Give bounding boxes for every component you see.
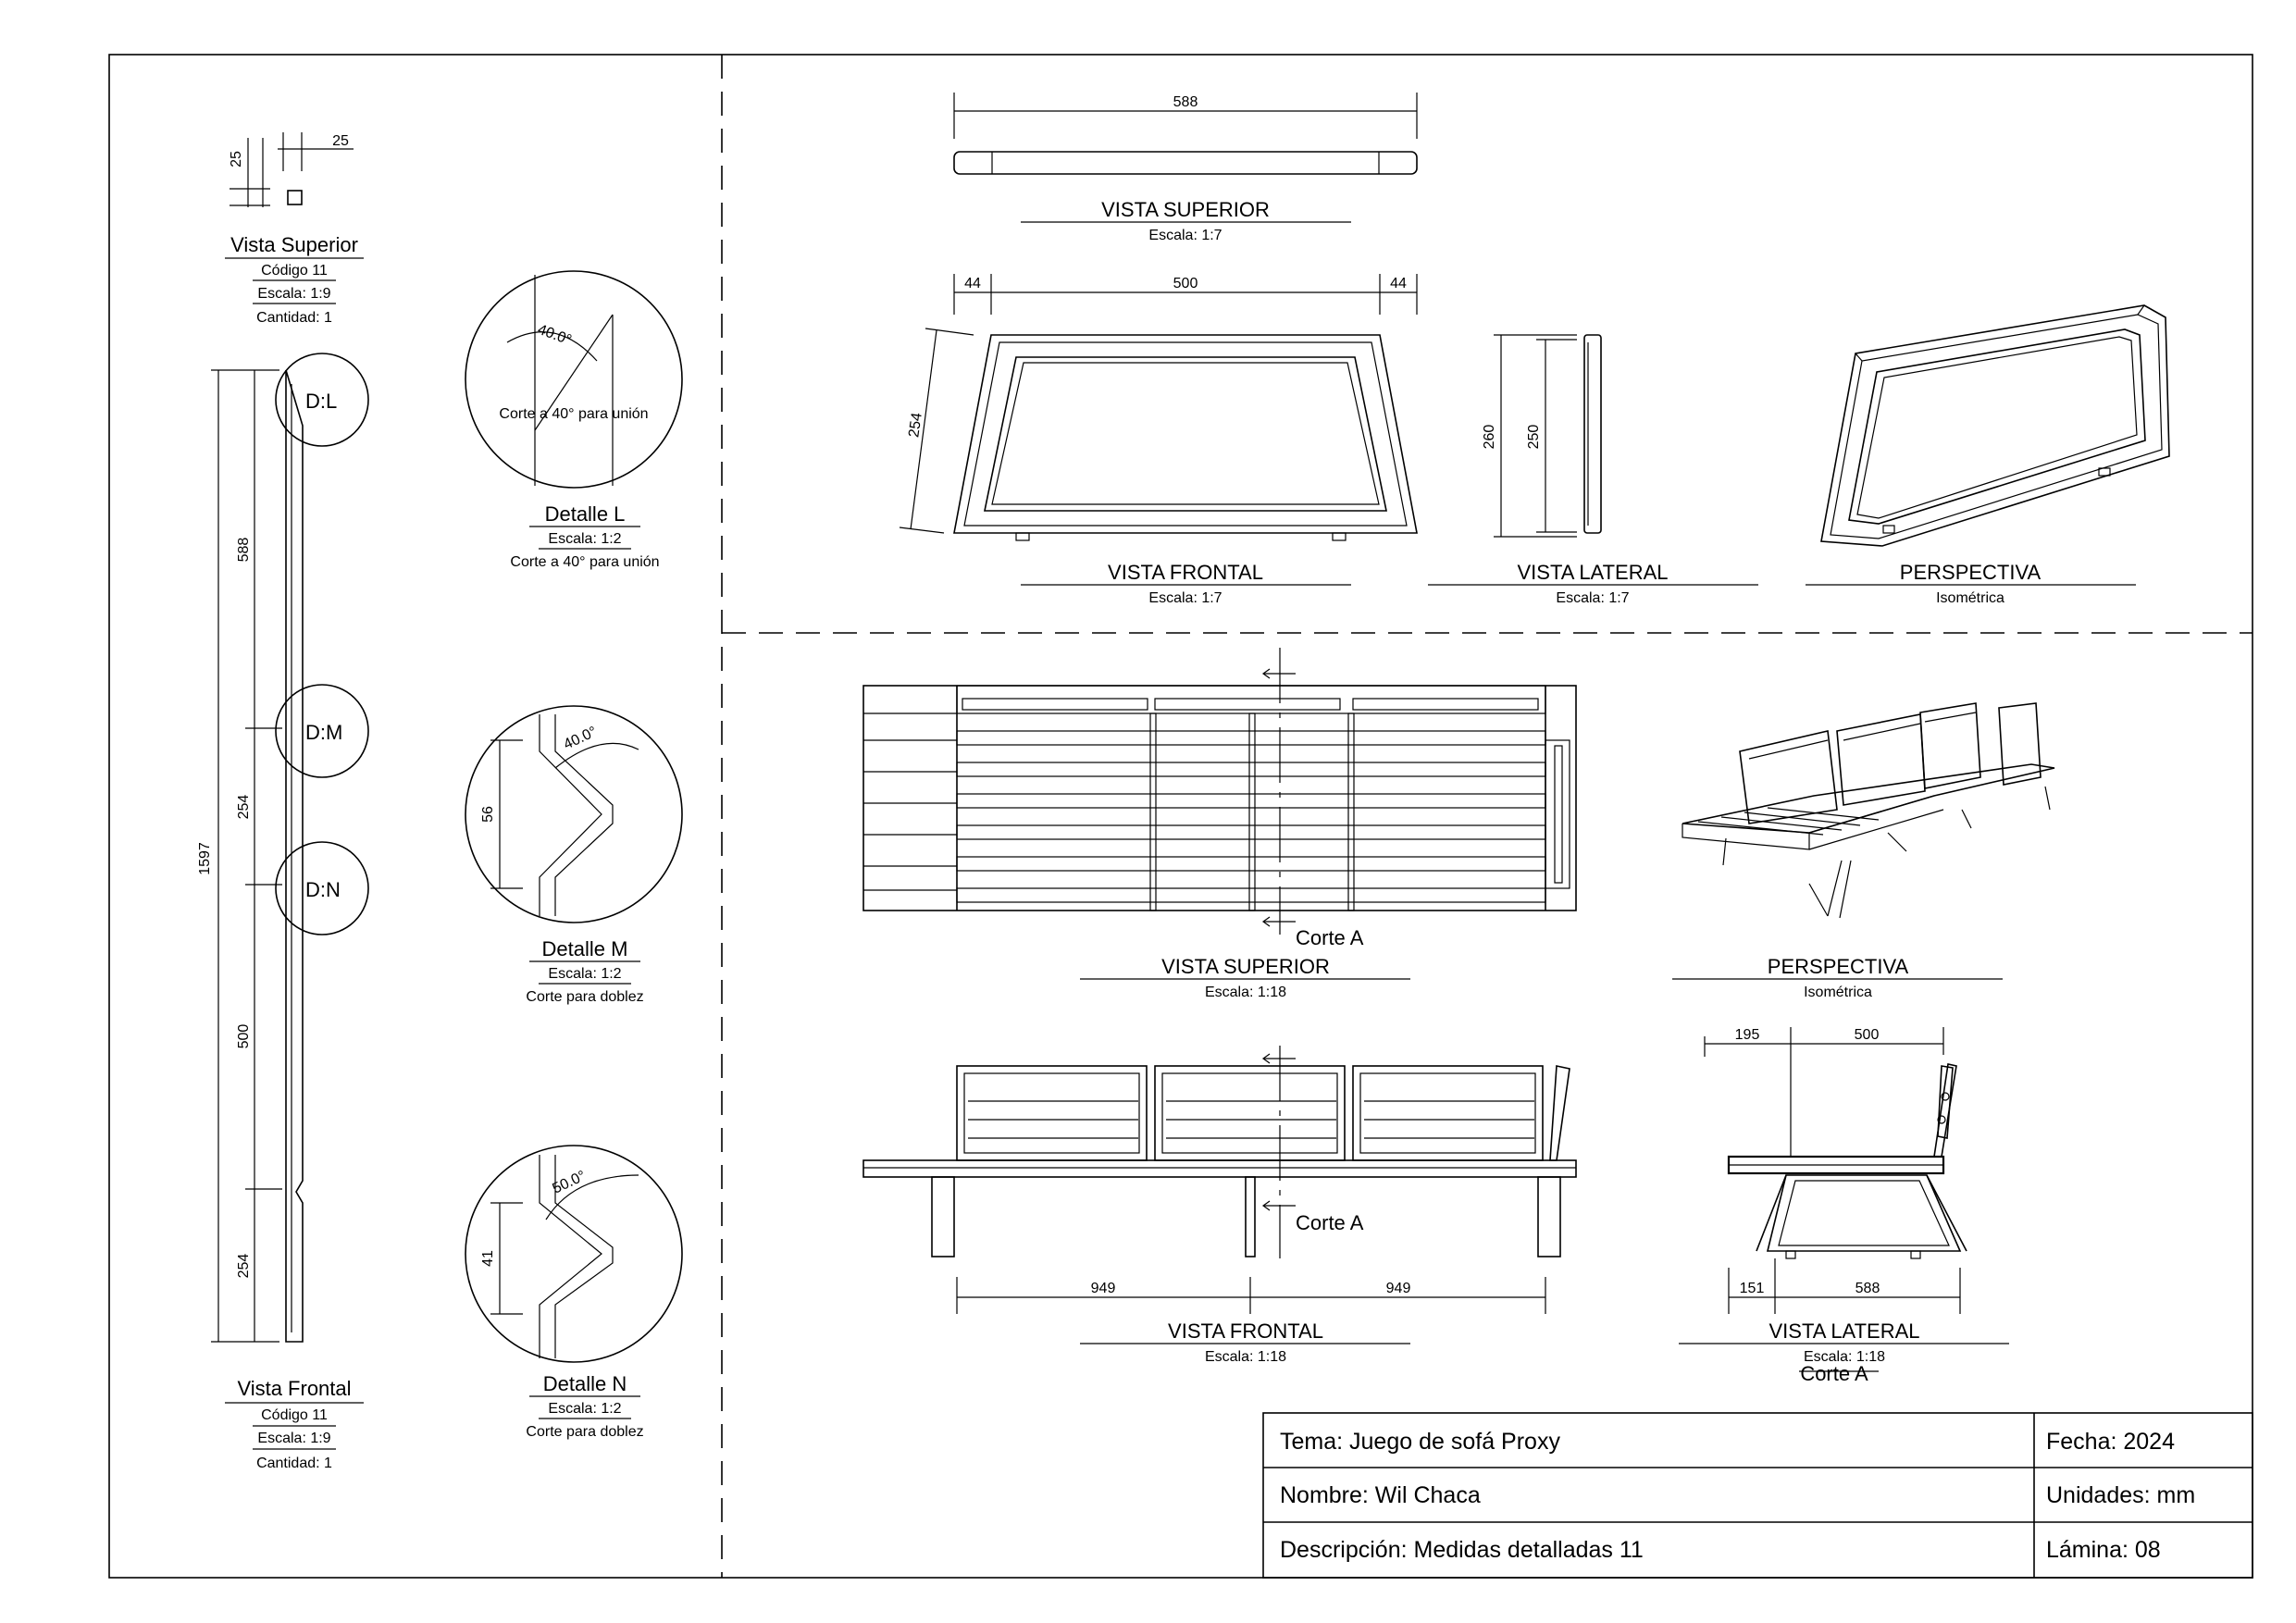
profile-front-qty: Cantidad: 1 [256,1456,332,1471]
detail-marker-l [275,353,369,447]
frame-side-dim-inner: 250 [1526,425,1542,450]
sofa-side-dim-top-a: 195 [1735,1027,1760,1043]
detail-marker-m-label: D:M [305,721,342,744]
sofa-top-title: VISTA SUPERIOR [1161,955,1330,978]
detail-m-scale: Escala: 1:2 [548,966,621,982]
sofa-front-corte: Corte A [1296,1211,1364,1234]
detail-l-scale: Escala: 1:2 [548,531,621,547]
sofa-side-dim-top-b: 500 [1855,1027,1880,1043]
profile-front-code: Código 11 [261,1407,328,1423]
frame-front-title: VISTA FRONTAL [1108,561,1263,584]
profile-front-view: 1597 588 254 500 254 D:L D:M D:N Vista F… [197,353,369,1471]
detail-marker-n [275,841,369,935]
profile-front-scale: Escala: 1:9 [257,1431,330,1446]
profile-top-scale: Escala: 1:9 [257,286,330,302]
frame-top-view: 588 VISTA SUPERIOR Escala: 1:7 [953,93,1418,243]
frame-side-view: 260 250 VISTA LATERAL Escala: 1:7 [1428,334,1758,606]
detail-m: 56 40.0° Detalle M Escala: 1:2 Corte par… [465,705,683,1005]
detail-n-angle: 50.0° [551,1168,589,1196]
frame-persp-title: PERSPECTIVA [1900,561,2042,584]
title-block-descripcion: Descripción: Medidas detalladas 11 [1280,1537,1644,1563]
detail-n-dim: 41 [480,1250,496,1267]
frame-front-dim-right: 44 [1390,276,1407,291]
sofa-side-dim-bot-b: 588 [1855,1281,1880,1296]
frame-front-view: 44 500 44 254 VISTA FRONTAL Escala: 1:7 [899,274,1418,606]
frame-top-scale: Escala: 1:7 [1148,228,1222,243]
sofa-side-corte: Corte A [1800,1362,1868,1385]
frame-front-dim-left: 44 [964,276,981,291]
sofa-side-view: 195 500 151 588 VISTA LATERAL Escala: 1:… [1679,1027,2009,1385]
detail-m-note: Corte para doblez [526,989,643,1005]
profile-top-qty: Cantidad: 1 [256,310,332,326]
detail-marker-l-label: D:L [305,390,337,413]
profile-dim-2: 254 [236,795,252,820]
detail-n-scale: Escala: 1:2 [548,1401,621,1417]
title-block-unidades: Unidades: mm [2046,1482,2195,1508]
profile-top-title: Vista Superior [230,233,358,256]
frame-top-dim: 588 [1173,94,1198,110]
profile-dim-1: 588 [236,538,252,563]
profile-top-code: Código 11 [261,263,328,279]
frame-side-dim-outer: 260 [1482,425,1497,450]
detail-m-dim: 56 [480,806,496,823]
profile-dim-3: 500 [236,1024,252,1049]
sheet-border [108,54,2253,1579]
detail-l-inner-note: Corte a 40° para unión [499,406,648,422]
detail-m-title: Detalle M [542,937,628,960]
sofa-persp-title: PERSPECTIVA [1768,955,1909,978]
detail-l-title: Detalle L [545,502,626,526]
frame-top-title: VISTA SUPERIOR [1101,198,1270,221]
frame-perspective: PERSPECTIVA Isométrica [1806,304,2170,606]
frame-front-dim-slant: 254 [906,412,925,439]
sofa-top-view: Corte A VISTA SUPERIOR Escala: 1:18 [863,648,1577,1000]
profile-top-dim-a: 25 [229,151,244,167]
detail-n: 41 50.0° Detalle N Escala: 1:2 Corte par… [465,1145,683,1440]
frame-persp-sub: Isométrica [1936,590,2004,606]
detail-l-angle: 40.0° [536,322,574,349]
sofa-perspective: PERSPECTIVA Isométrica [1672,702,2055,1000]
title-block-lamina: Lámina: 08 [2046,1537,2161,1563]
detail-m-angle: 40.0° [562,724,600,752]
frame-side-scale: Escala: 1:7 [1556,590,1629,606]
sofa-front-scale: Escala: 1:18 [1205,1349,1286,1365]
frame-front-dim-mid: 500 [1173,276,1198,291]
frame-side-title: VISTA LATERAL [1517,561,1668,584]
profile-front-title: Vista Frontal [237,1377,351,1400]
detail-l: 40.0° Corte a 40° para unión Detalle L E… [465,270,683,570]
detail-marker-n-label: D:N [305,878,341,901]
detail-n-note: Corte para doblez [526,1424,643,1440]
profile-top-view: 25 25 Vista Superior Código 11 Escala: 1… [225,132,364,326]
sofa-front-view: Corte A 949 949 VISTA FRONTAL Escala: 1:… [863,1046,1577,1365]
sofa-side-scale: Escala: 1:18 [1804,1349,1885,1365]
title-block-fecha: Fecha: 2024 [2046,1429,2175,1455]
sofa-front-title: VISTA FRONTAL [1168,1319,1323,1343]
detail-n-title: Detalle N [543,1372,627,1395]
sofa-top-corte: Corte A [1296,926,1364,949]
title-block: Tema: Juego de sofá Proxy Fecha: 2024 No… [1262,1412,2253,1579]
sofa-front-dim-left: 949 [1091,1281,1116,1296]
sofa-side-dim-bot-a: 151 [1740,1281,1765,1296]
profile-dim-4: 254 [236,1254,252,1279]
profile-top-dim-b: 25 [332,133,349,149]
title-block-tema: Tema: Juego de sofá Proxy [1280,1429,1560,1455]
detail-l-note: Corte a 40° para unión [510,554,659,570]
sofa-side-title: VISTA LATERAL [1769,1319,1919,1343]
title-block-nombre: Nombre: Wil Chaca [1280,1482,1481,1508]
sofa-top-scale: Escala: 1:18 [1205,985,1286,1000]
sofa-front-dim-right: 949 [1386,1281,1411,1296]
detail-marker-m [275,684,369,778]
profile-dim-total: 1597 [197,842,213,875]
sofa-persp-sub: Isométrica [1804,985,1872,1000]
frame-front-scale: Escala: 1:7 [1148,590,1222,606]
